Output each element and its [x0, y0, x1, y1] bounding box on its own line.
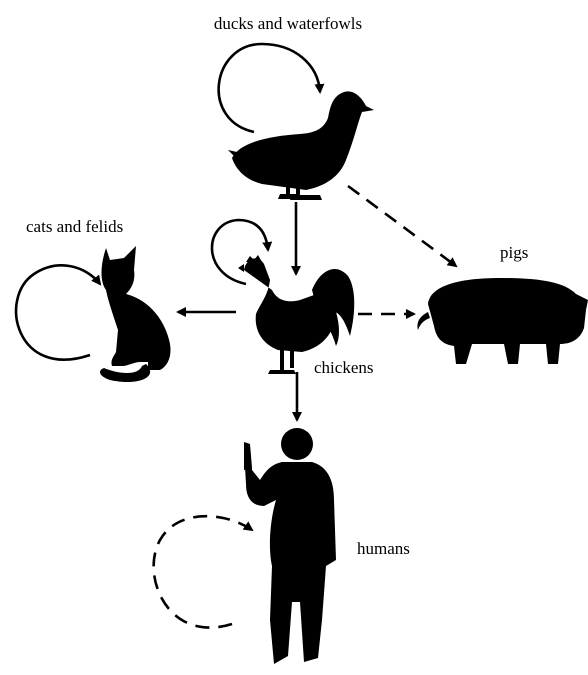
cat-icon: [100, 246, 170, 382]
human-self-loop-arrow: [154, 516, 252, 627]
duck-to-pig-arrow: [348, 186, 456, 266]
label-pigs: pigs: [500, 243, 528, 262]
human-icon: [244, 428, 336, 664]
label-cats: cats and felids: [26, 217, 123, 236]
label-ducks: ducks and waterfowls: [214, 14, 362, 33]
duck-self-loop-arrow: [219, 44, 320, 132]
label-chickens: chickens: [314, 358, 373, 377]
cat-self-loop-arrow: [16, 265, 100, 359]
pig-icon: [417, 278, 588, 364]
label-humans: humans: [357, 539, 410, 558]
duck-icon: [228, 91, 374, 200]
